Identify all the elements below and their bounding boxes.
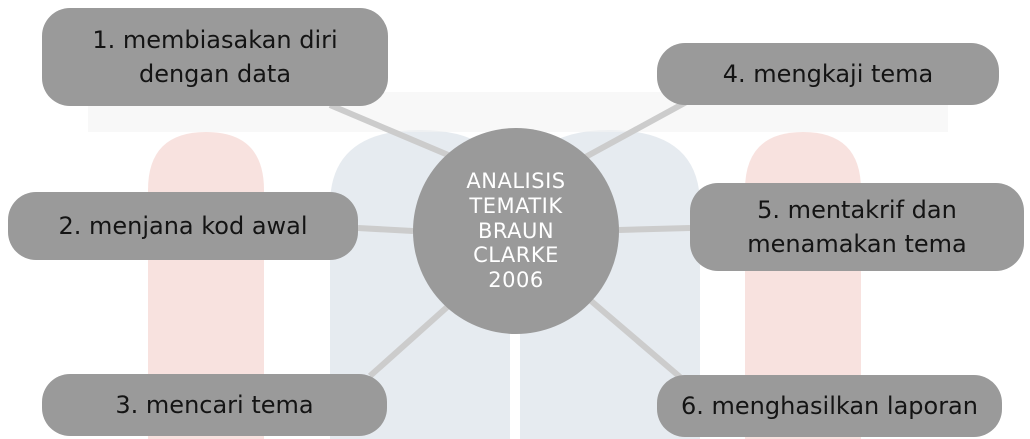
step-1-line-2: dengan data	[138, 60, 292, 88]
step-2-line-1: 2. menjana kod awal	[58, 211, 308, 240]
step-node-6-text: 6. menghasilkan laporan	[681, 389, 978, 423]
connector-6	[588, 297, 682, 380]
step-node-2: 2. menjana kod awal	[8, 192, 358, 260]
step-node-5: 5. mentakrif dan menamakan tema	[690, 183, 1024, 271]
step-5-line-1: 5. mentakrif dan	[757, 195, 957, 224]
step-node-4-text: 4. mengkaji tema	[723, 57, 934, 91]
connector-4	[578, 97, 692, 163]
connector-1	[328, 102, 462, 163]
step-1-line-1: 1. membiasakan diri	[92, 25, 338, 54]
step-node-6: 6. menghasilkan laporan	[657, 375, 1002, 437]
connector-2	[357, 225, 414, 234]
step-6-line-1: 6. menghasilkan laporan	[681, 391, 978, 420]
step-node-3-text: 3. mencari tema	[115, 388, 313, 422]
step-node-3: 3. mencari tema	[42, 374, 387, 436]
step-node-1: 1. membiasakan diri dengan data	[42, 8, 388, 106]
step-node-2-text: 2. menjana kod awal	[58, 209, 307, 243]
step-3-line-1: 3. mencari tema	[115, 390, 314, 419]
center-node: ANALISIS TEMATIK BRAUN CLARKE 2006	[413, 128, 619, 334]
step-5-line-2: menamakan tema	[747, 230, 967, 258]
connector-5	[618, 225, 691, 233]
center-title: ANALISIS TEMATIK BRAUN CLARKE 2006	[466, 169, 566, 293]
step-node-1-text: 1. membiasakan diri dengan data	[92, 23, 337, 91]
step-4-line-1: 4. mengkaji tema	[722, 59, 934, 88]
connector-3	[368, 297, 457, 379]
step-node-4: 4. mengkaji tema	[657, 43, 999, 105]
step-node-5-text: 5. mentakrif dan menamakan tema	[747, 193, 966, 261]
